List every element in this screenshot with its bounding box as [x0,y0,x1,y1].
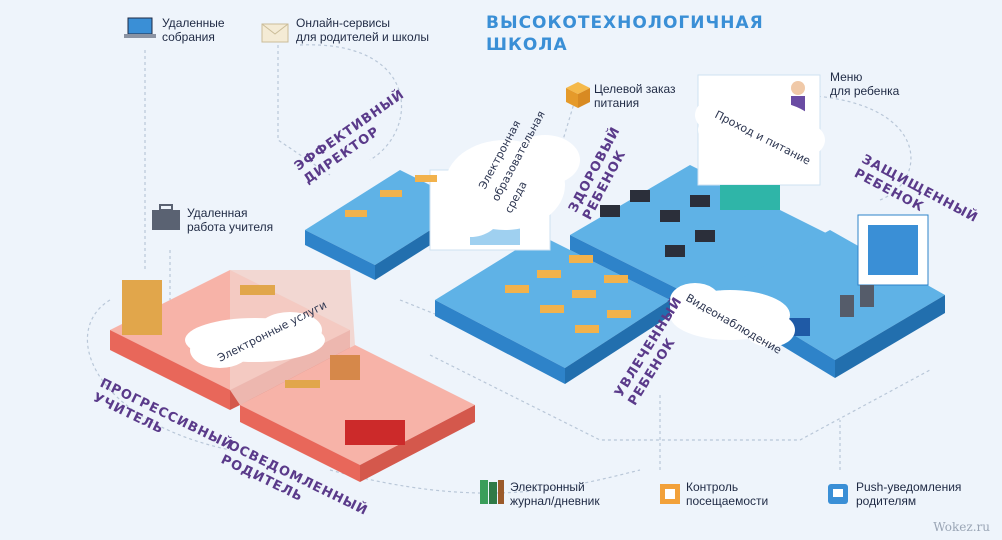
box-icon [566,82,590,108]
envelope-icon [261,23,289,43]
label-teacher-remote: Удаленная работа учителя [187,206,273,234]
label-line: питания [594,96,640,110]
cloud-edu-env [440,135,580,237]
push-notification-icon [828,484,848,504]
label-attendance: Контроль посещаемости [686,480,768,508]
title-line-2: ШКОЛА [486,35,568,55]
canteen-tables [600,190,715,257]
label-line: Электронный [510,480,585,494]
laptop-icon [124,17,156,38]
connector-lines [86,44,931,494]
label-meal-order: Целевой заказ питания [594,82,676,110]
books-icon [480,480,504,504]
pink-platform [110,270,475,482]
cloud-access-food [695,97,825,160]
label-line: Удаленные [162,16,225,30]
label-line: Онлайн-сервисы [296,16,391,30]
briefcase-icon [152,204,180,230]
label-push: Push-уведомления родителям [856,480,961,508]
director-desks [345,175,437,217]
label-online-services: Онлайн-сервисы для родителей и школы [296,16,429,44]
attendance-icon [660,484,680,504]
cloud-e-services [185,312,325,368]
label-line: родителям [856,494,917,508]
label-line: для родителей и школы [296,30,430,44]
classroom-desks [505,255,631,333]
label-remote-meetings: Удаленные собрания [162,16,225,44]
label-line: Меню [830,70,863,84]
blue-platform-classroom [435,235,670,384]
page-title: ВЫСОКОТЕХНОЛОГИЧНАЯ ШКОЛА [486,12,764,56]
label-line: посещаемости [686,494,769,508]
label-line: Удаленная [187,206,248,220]
label-line: работа учителя [187,220,274,234]
label-child-menu: Меню для ребенка [830,70,899,98]
title-line-1: ВЫСОКОТЕХНОЛОГИЧНАЯ [486,13,764,33]
label-line: Push-уведомления [856,480,962,494]
label-journal: Электронный журнал/дневник [510,480,600,508]
label-line: Целевой заказ [594,82,676,96]
label-line: собрания [162,30,215,44]
label-line: для ребенка [830,84,900,98]
label-line: Контроль [686,480,739,494]
cloud-video [670,283,795,347]
label-line: журнал/дневник [510,494,600,508]
watermark: Wokez.ru [933,520,990,534]
